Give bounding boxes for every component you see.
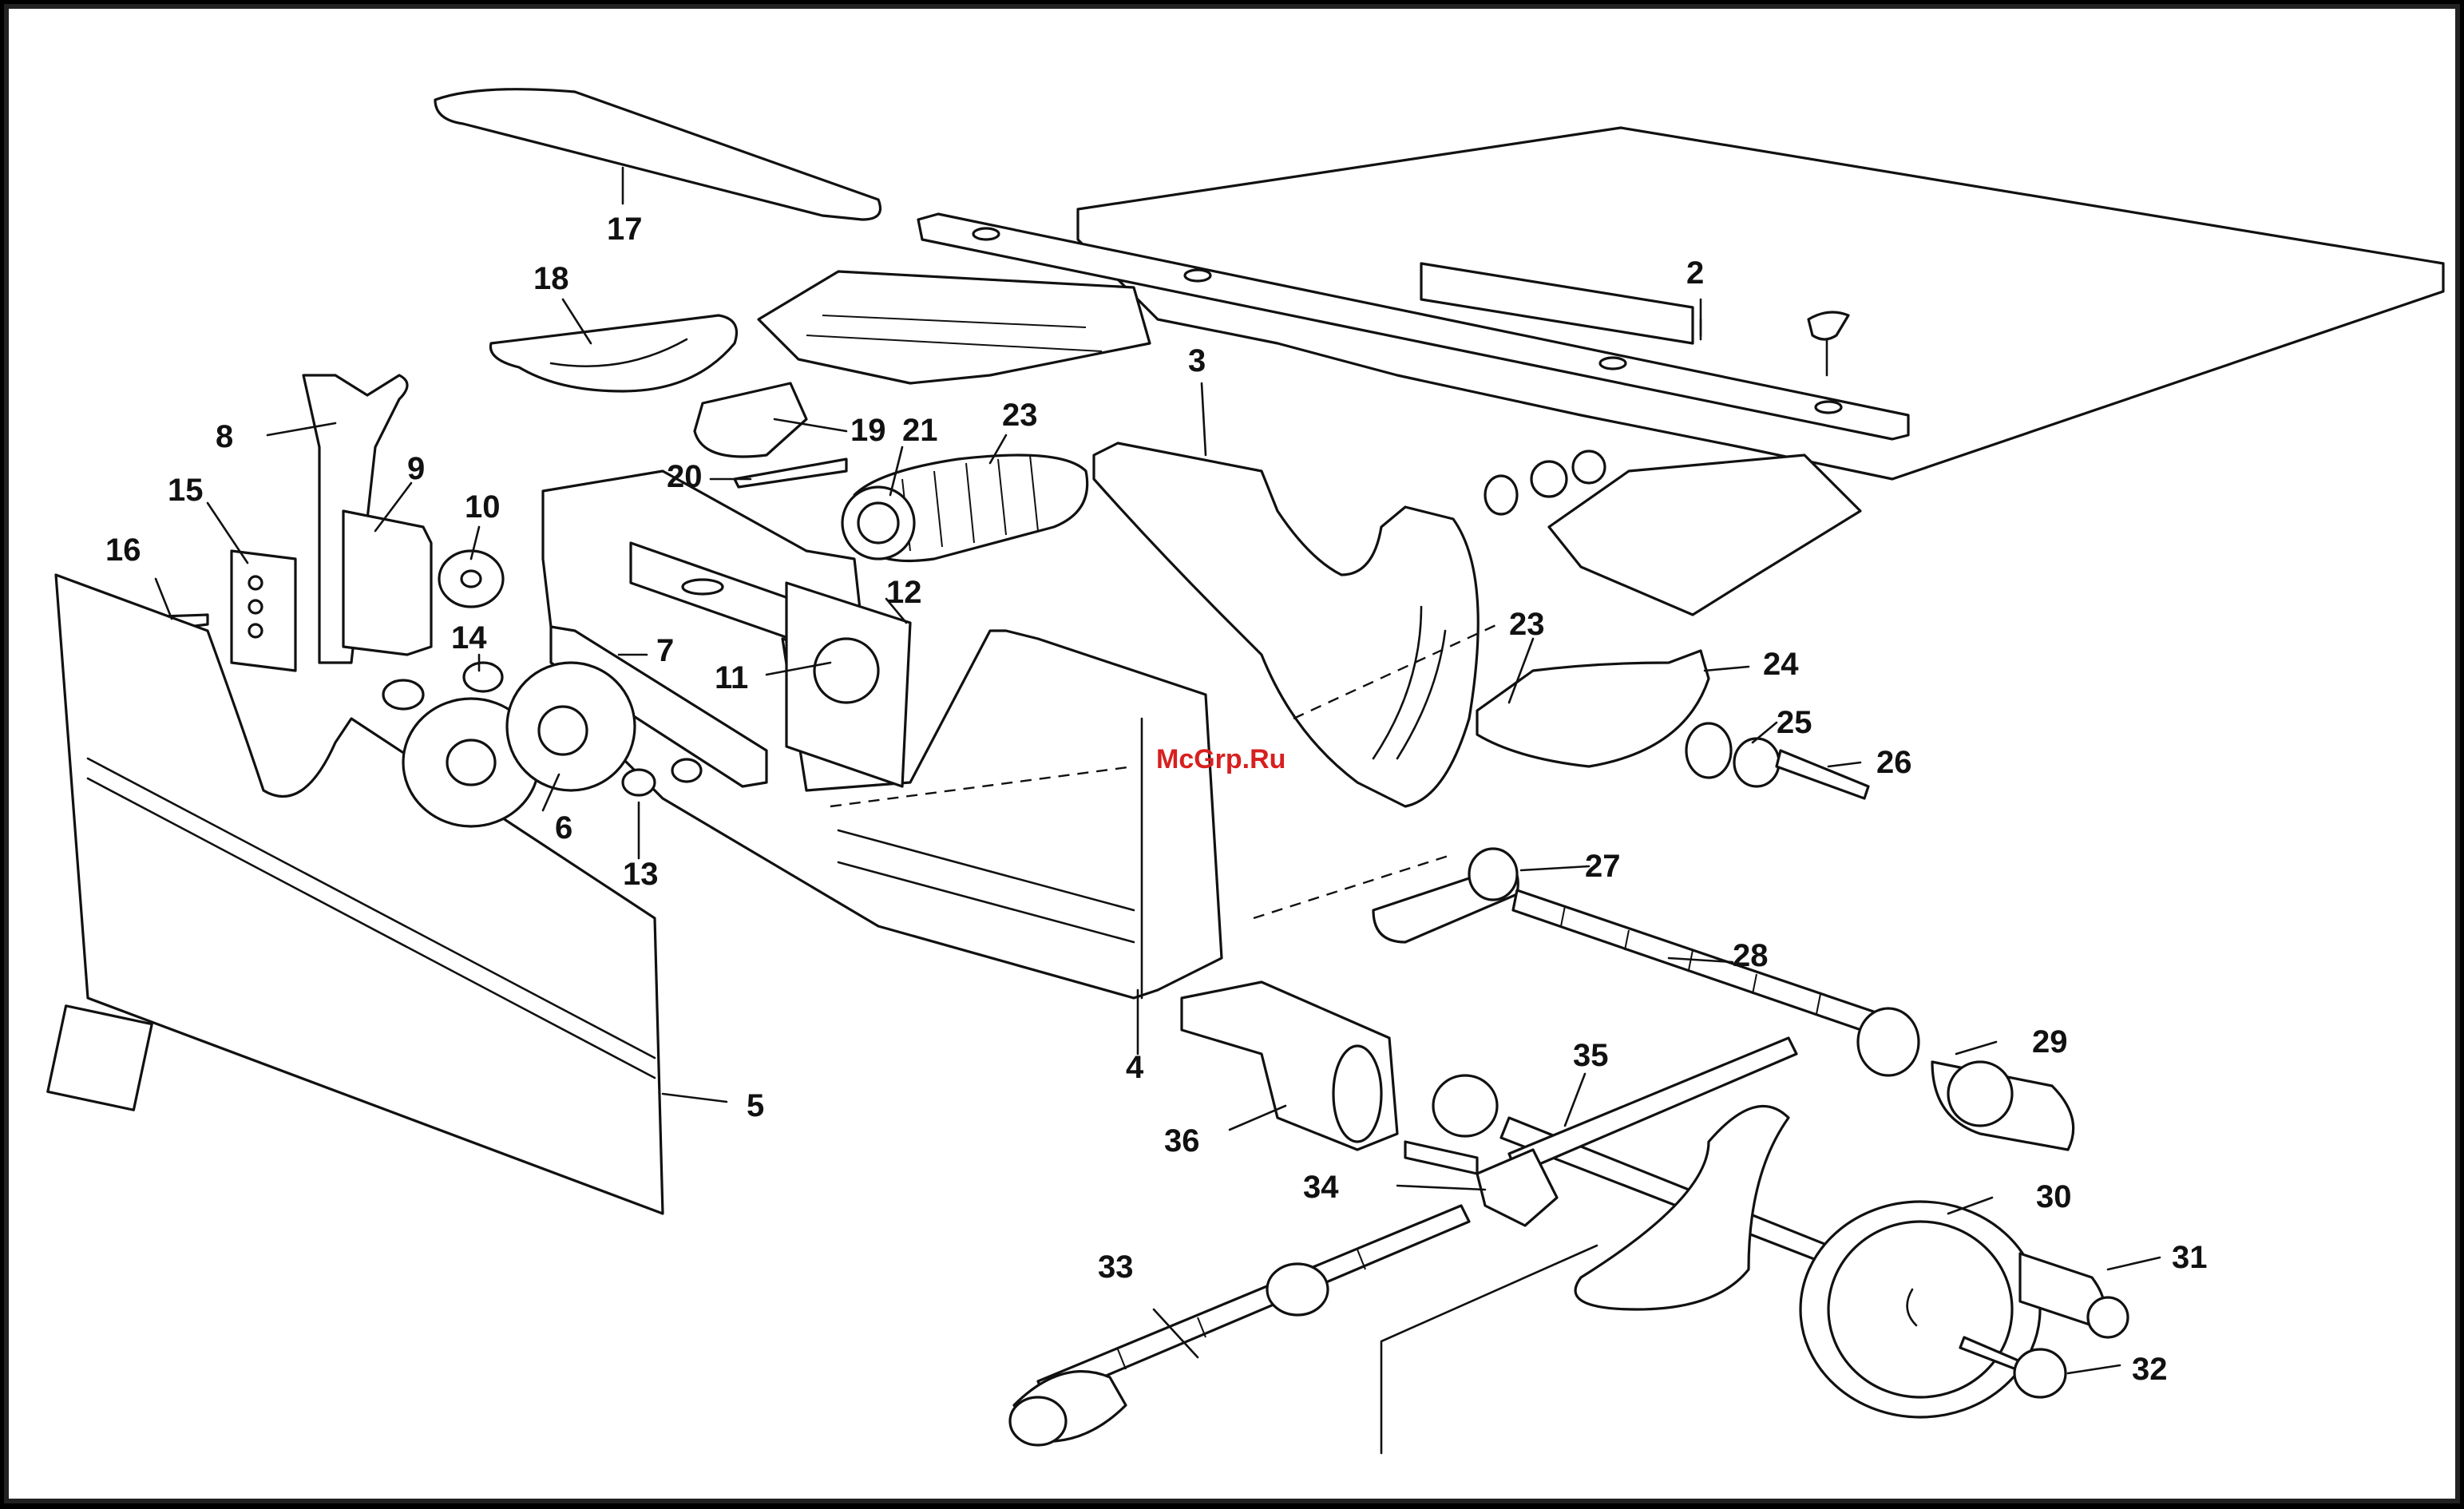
part-32-nut (2014, 1349, 2066, 1397)
callout-2: 2 (1686, 255, 1704, 291)
callout-18: 18 (533, 261, 569, 296)
callout-34: 34 (1303, 1170, 1339, 1205)
part-13-nut (672, 759, 701, 782)
part-14-nut-a (383, 680, 423, 709)
watermark: McGrp.Ru (1156, 744, 1285, 774)
callout-35: 35 (1573, 1038, 1609, 1073)
part-21-clamp (842, 487, 914, 559)
callout-6: 6 (555, 810, 572, 846)
callout-4: 4 (1126, 1050, 1144, 1085)
callout-13: 13 (623, 857, 659, 892)
part-15-plate (232, 551, 295, 671)
callout-25: 25 (1777, 705, 1812, 740)
part-30-handwheel (1800, 1202, 2040, 1417)
part-25-nut (1734, 739, 1779, 786)
callout-11: 11 (715, 660, 748, 695)
callout-10: 10 (465, 489, 501, 525)
part-28-collar (1858, 1008, 1919, 1075)
callout-21: 21 (902, 413, 938, 448)
callout-9: 9 (407, 451, 425, 486)
part-nut-a (1485, 476, 1517, 514)
callout-33: 33 (1098, 1250, 1134, 1285)
callout-15: 15 (168, 473, 204, 508)
part-nut-c (1573, 451, 1605, 483)
callout-23b: 23 (1509, 607, 1545, 642)
callout-17: 17 (607, 212, 643, 247)
part-25-washer (1686, 723, 1731, 778)
callout-7: 7 (656, 633, 674, 668)
callout-26: 26 (1876, 745, 1912, 780)
part-31-cap (2088, 1297, 2128, 1337)
callout-32: 32 (2132, 1352, 2168, 1387)
part-9-block (343, 511, 431, 655)
callout-19: 19 (850, 413, 886, 448)
part-35-washer (1433, 1075, 1497, 1136)
part-14-nut-b (464, 663, 502, 691)
callout-31: 31 (2172, 1240, 2208, 1275)
callout-29: 29 (2032, 1024, 2068, 1059)
callout-23a: 23 (1002, 398, 1038, 433)
callout-28: 28 (1733, 938, 1769, 973)
part-13-washer (623, 770, 655, 795)
callout-30: 30 (2036, 1179, 2072, 1214)
callout-16: 16 (105, 533, 141, 568)
callout-3: 3 (1188, 343, 1206, 378)
callout-36: 36 (1164, 1123, 1200, 1158)
callout-12: 12 (886, 575, 922, 610)
callout-8: 8 (216, 419, 233, 454)
part-nut-b (1531, 461, 1567, 497)
callout-14: 14 (451, 620, 487, 655)
callout-20: 20 (667, 459, 703, 494)
callout-27: 27 (1585, 849, 1621, 884)
callout-24: 24 (1763, 647, 1799, 682)
callout-5: 5 (747, 1088, 764, 1123)
